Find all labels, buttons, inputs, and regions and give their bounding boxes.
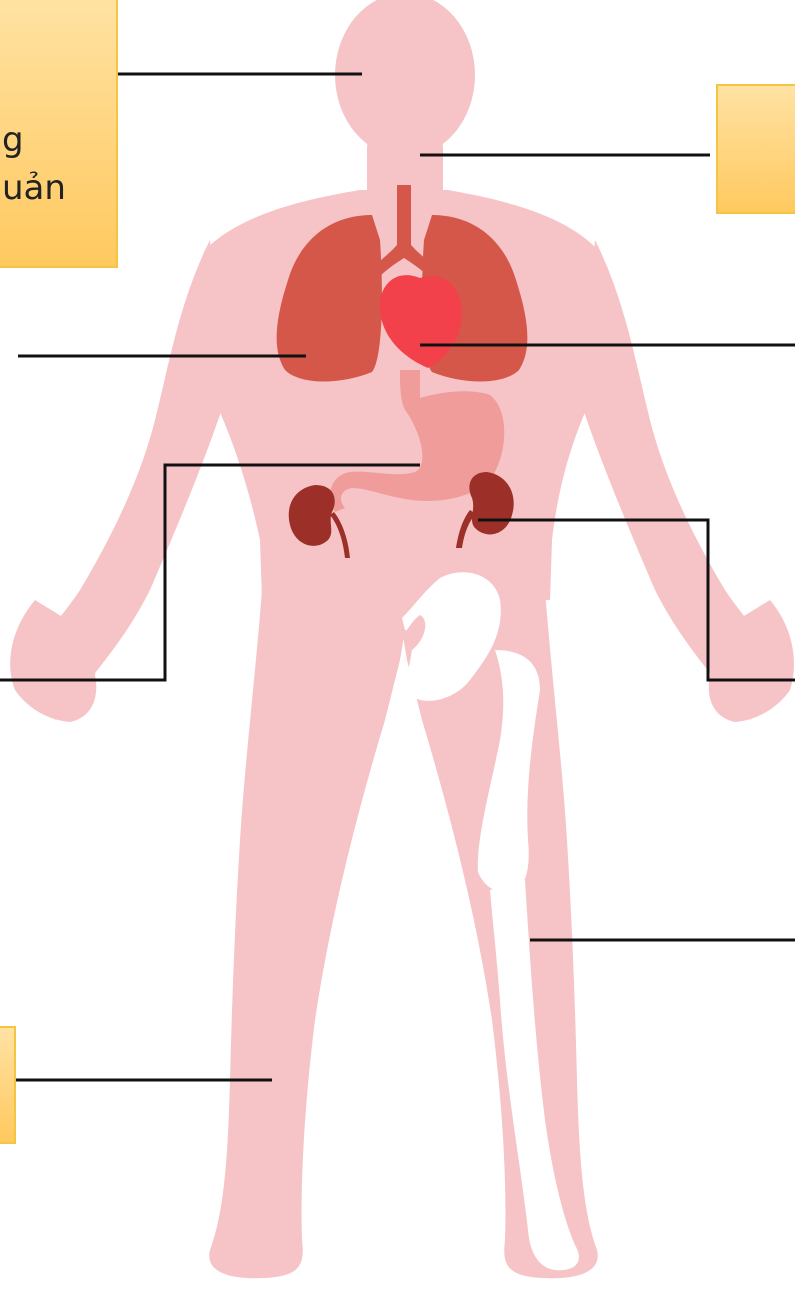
- label-box-top-left: g uản: [0, 0, 118, 268]
- label-text-line2: uản: [2, 164, 66, 212]
- label-text-line1: g: [2, 116, 24, 164]
- label-box-top-right: [716, 84, 795, 214]
- label-box-bottom-left: [0, 1026, 16, 1144]
- left-leg: [209, 590, 410, 1278]
